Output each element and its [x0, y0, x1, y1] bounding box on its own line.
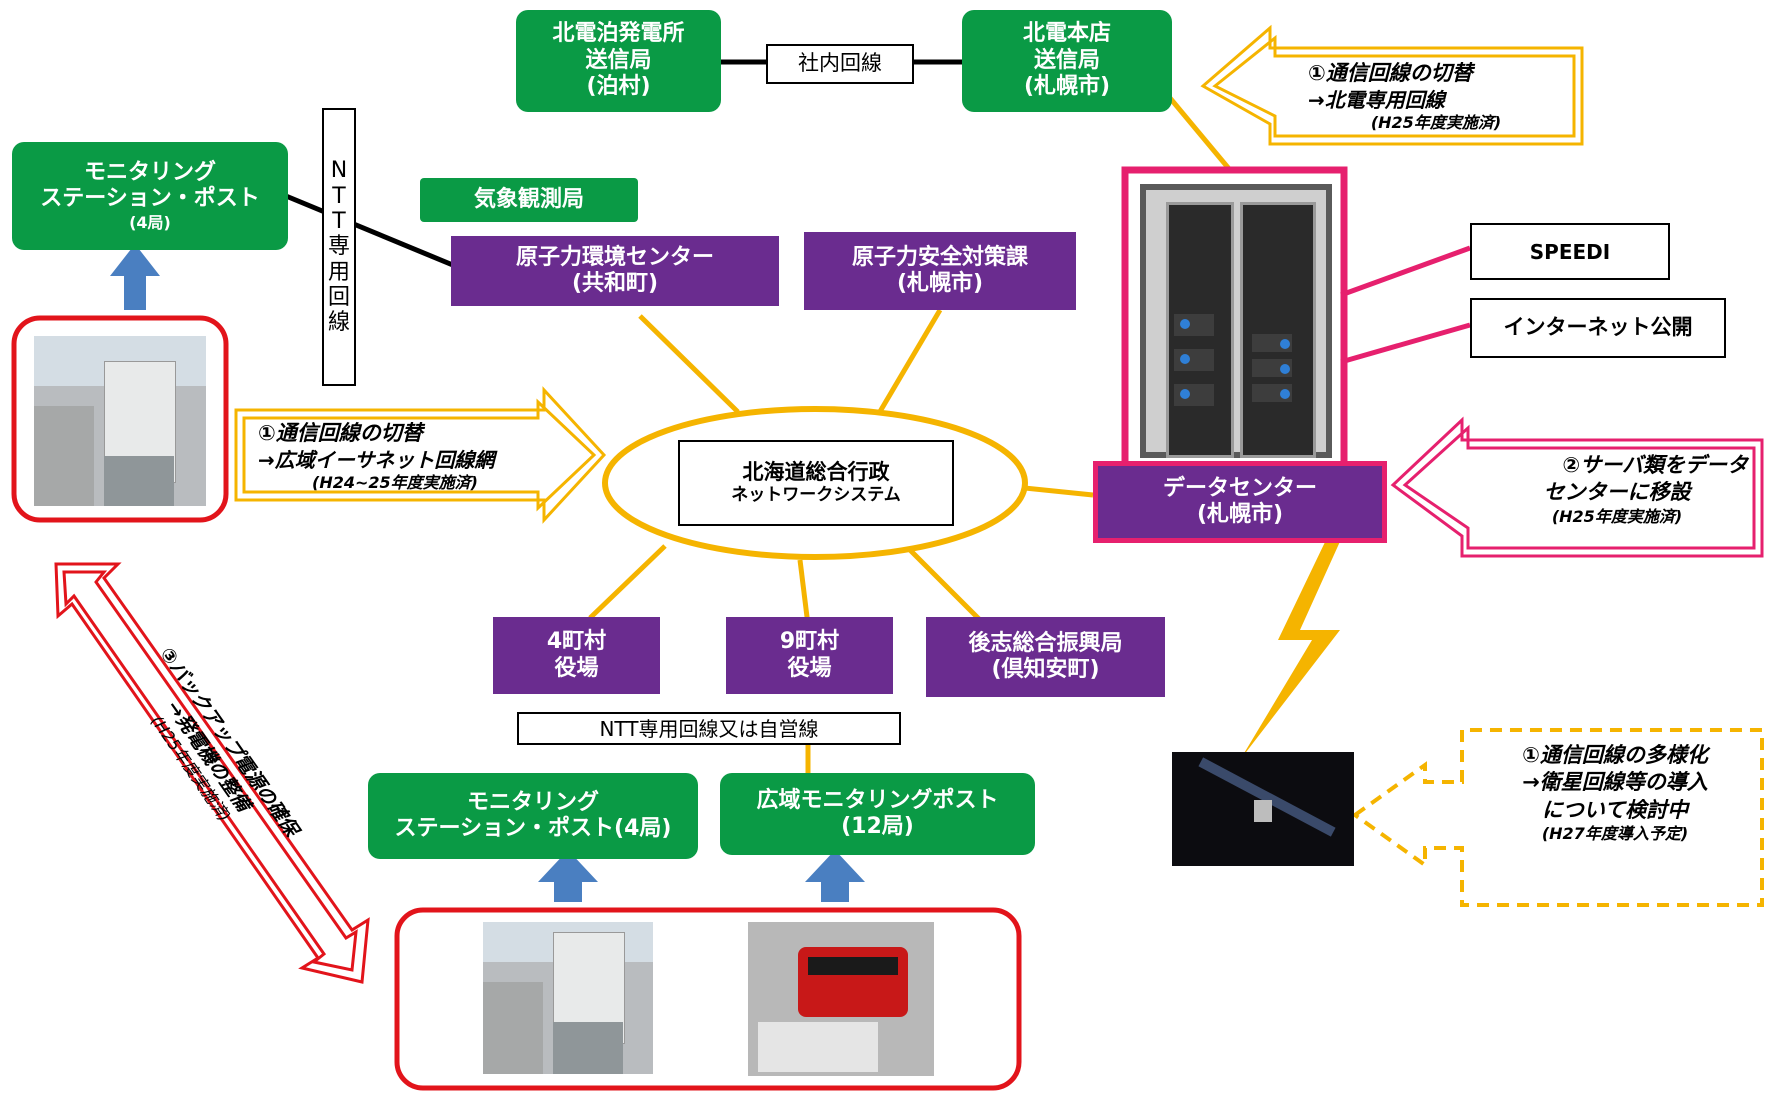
honten-station: 北電本店 送信局 (札幌市)	[962, 10, 1172, 112]
callout-arrow-right	[1390, 416, 1764, 558]
generator-photo	[748, 922, 934, 1076]
shiribeshi-bureau: 後志総合振興局 (倶知安町)	[926, 617, 1165, 697]
safety-division: 原子力安全対策課 (札幌市)	[804, 232, 1076, 310]
ntt-or-private-line: NTT専用回線又は自営線	[517, 712, 901, 745]
callout-line-switch-top: ①通信回線の切替 →北電専用回線 (H25年度実施済)	[1308, 61, 1502, 133]
internet-publish-label: インターネット公開	[1470, 298, 1726, 358]
callout-line-switch-left: ①通信回線の切替 →広域イーサネット回線網 (H24~25年度実施済)	[258, 421, 495, 493]
hokkaido-network: 北海道総合行政 ネットワークシステム	[678, 440, 954, 526]
ntt-dedicated-line-label: N T T 専 用 回 線	[322, 108, 356, 386]
town-offices-9: 9町村 役場	[726, 617, 893, 694]
monitoring-station-photo-bottom	[483, 922, 653, 1074]
callout-server-move: ②サーバ類をデータ センターに移設 (H25年度実施済)	[1543, 453, 1749, 526]
monitoring-station-bottom: モニタリング ステーション・ポスト(4局)	[368, 773, 698, 859]
monitoring-station-photo-top	[34, 336, 206, 506]
env-center: 原子力環境センター (共和町)	[451, 236, 779, 306]
town-offices-4: 4町村 役場	[493, 617, 660, 694]
satellite-photo	[1172, 752, 1354, 866]
double-arrow-backup	[54, 562, 370, 984]
callout-arrow-satellite	[1351, 728, 1764, 907]
callout-arrow-left	[234, 386, 607, 524]
callout-arrow-top	[1200, 24, 1584, 146]
speedi-label: SPEEDI	[1470, 223, 1670, 280]
wide-area-monitoring-post: 広域モニタリングポスト (12局)	[720, 773, 1035, 855]
up-arrow-icons	[110, 244, 865, 902]
monitoring-station-top: モニタリング ステーション・ポスト (4局)	[12, 142, 288, 250]
data-center: データセンター (札幌市)	[1093, 461, 1387, 543]
weather-station: 気象観測局	[420, 178, 638, 222]
tomari-station: 北電泊発電所 送信局 (泊村)	[516, 10, 721, 112]
callout-line-diversify: ①通信回線の多様化 →衛星回線等の導入 について検討中 (H27年度導入予定)	[1522, 743, 1708, 843]
lightning-icon	[1240, 515, 1352, 760]
server-rack-photo	[1140, 184, 1332, 458]
callout-backup-power: ③バックアップ電源の確保 →発電機の整備 (H25年度実施済)	[146, 643, 303, 841]
company-line-label: 社内回線	[766, 44, 914, 84]
